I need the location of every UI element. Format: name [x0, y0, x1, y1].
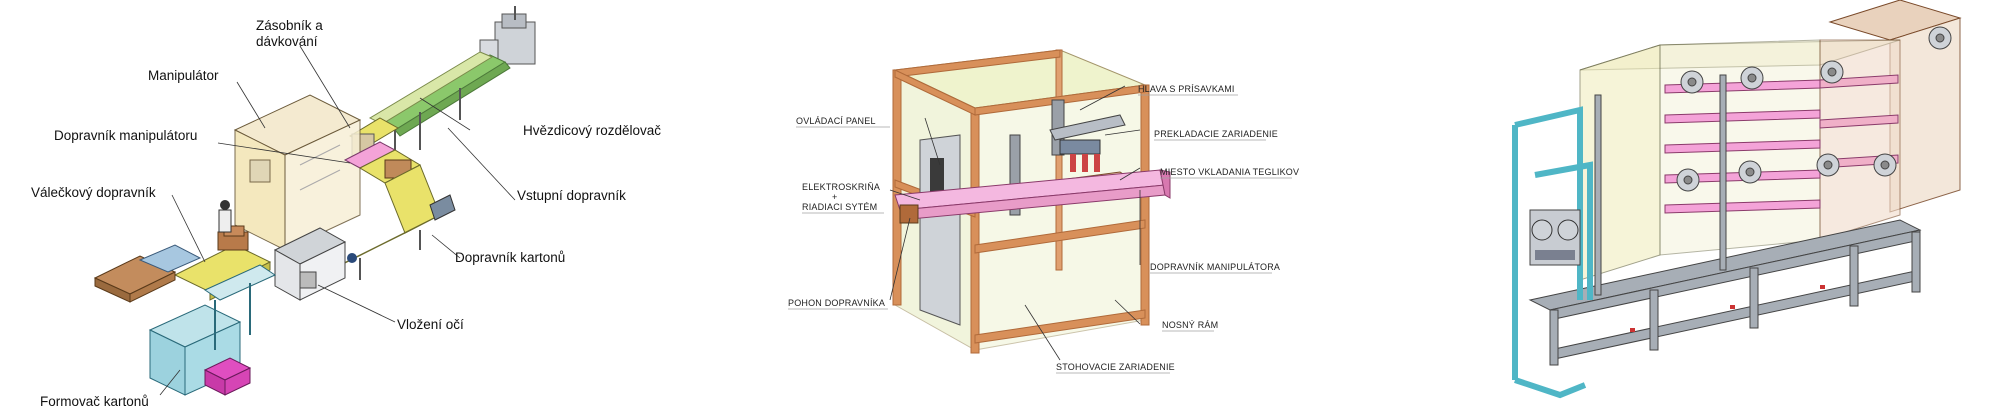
label-zasobnik-line1: Zásobník a	[256, 18, 323, 33]
label-prekladacie: PREKLADACIE ZARIADENIE	[1154, 129, 1278, 139]
label-dopravnik-manipulatora: DOPRAVNÍK MANIPULÁTORA	[1150, 262, 1280, 272]
carton-stack	[93, 244, 202, 303]
manipulator-conveyor	[343, 141, 422, 184]
label-vlozeni-oci: Vložení očí	[397, 317, 464, 332]
manipulator-cabin	[233, 94, 362, 251]
leader-lines-a	[159, 45, 516, 396]
label-zasobnik-line2: dávkování	[256, 34, 318, 49]
buffer-machine-diagram	[1512, 0, 1962, 399]
label-valeckovy-dopravnik: Válečkový dopravník	[31, 185, 156, 200]
entry-drive	[1529, 209, 1581, 266]
machine-drawing-c	[1512, 0, 1962, 399]
label-miesto: MIESTO VKLADANIA TEGLIKOV	[1160, 167, 1299, 177]
drive-gears	[1676, 26, 1952, 192]
stacking-machine-diagram: HLAVA S PRÍSAVKAMI OVLÁDACÍ PANEL PREKLA…	[788, 49, 1299, 374]
label-formovac-kartonu: Formovač kartonů	[40, 394, 149, 409]
carton-conveyor	[314, 164, 456, 280]
machine-drawing-b	[892, 49, 1171, 354]
label-pohon: POHON DOPRAVNÍKA	[788, 298, 885, 308]
label-ovladaci-panel: OVLÁDACÍ PANEL	[796, 116, 876, 126]
eye-insertion-station	[273, 227, 357, 301]
label-dopravnik-manipulatoru: Dopravník manipulátoru	[54, 128, 197, 143]
label-hvezdicovy-rozdelovac: Hvězdicový rozdělovač	[523, 123, 661, 138]
steel-base-frame	[1528, 74, 1922, 366]
support-frame	[892, 49, 1150, 354]
transfer-gantry	[1009, 99, 1126, 216]
label-elektro-line3: RIADIACI SYTÉM	[802, 202, 877, 212]
label-elektro-line1: ELEKTROSKRIŇA	[802, 182, 880, 192]
labels-b: HLAVA S PRÍSAVKAMI OVLÁDACÍ PANEL PREKLA…	[788, 84, 1299, 374]
leader-lines-b	[889, 85, 1141, 361]
label-manipulator: Manipulátor	[148, 68, 219, 83]
machine-drawing-a	[93, 6, 536, 396]
label-vstupni-dopravnik: Vstupní dopravník	[517, 188, 626, 203]
label-stohovacie: STOHOVACIE ZARIADENIE	[1056, 362, 1175, 372]
labels-a: Zásobník a dávkování Manipulátor Dopravn…	[31, 18, 661, 409]
label-dopravnik-kartonu: Dopravník kartonů	[455, 250, 565, 265]
operator-figure	[218, 200, 232, 233]
label-hlava: HLAVA S PRÍSAVKAMI	[1138, 84, 1235, 94]
input-conveyor	[368, 51, 511, 160]
base-markers	[1630, 285, 1825, 332]
carton-former	[148, 264, 277, 396]
label-nosny-ram: NOSNÝ RÁM	[1162, 320, 1218, 330]
packaging-line-diagram: Zásobník a dávkování Manipulátor Dopravn…	[31, 6, 661, 409]
label-elektro-line2: +	[832, 192, 837, 202]
manipulator-conveyor-b	[894, 169, 1171, 224]
